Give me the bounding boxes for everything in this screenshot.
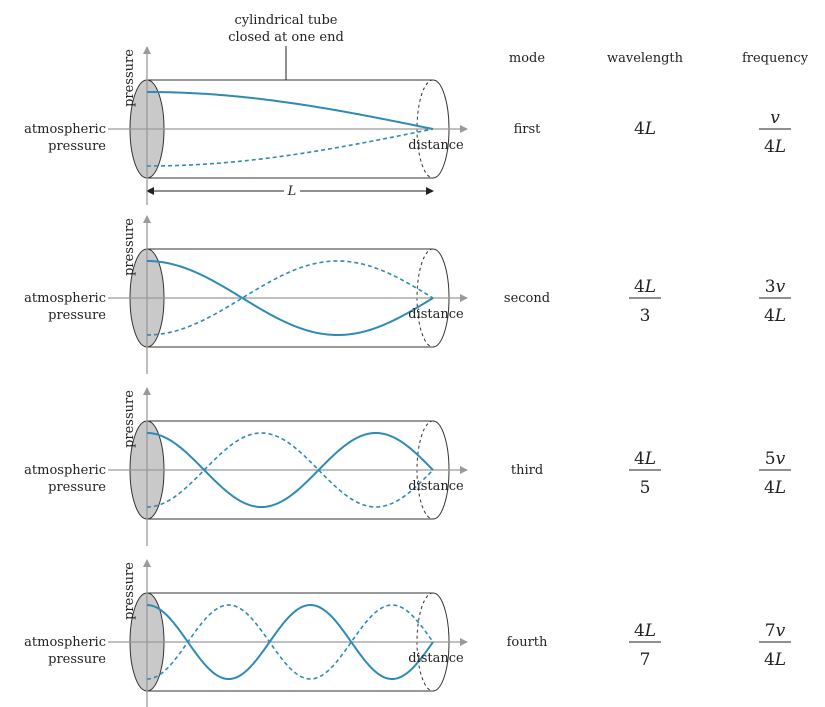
atmospheric-pressure-label-line-1: atmospheric bbox=[24, 463, 106, 478]
mode-name: third bbox=[511, 463, 543, 478]
mode-name: first bbox=[514, 122, 542, 137]
wavelength-denominator: 5 bbox=[640, 478, 651, 498]
atmospheric-pressure-label-line-1: atmospheric bbox=[24, 122, 106, 137]
frequency-denominator: 4L bbox=[764, 650, 786, 670]
pressure-wave-solid bbox=[146, 260, 434, 337]
atmospheric-pressure-label-line-2: pressure bbox=[48, 139, 106, 154]
mode-name: fourth bbox=[507, 635, 548, 650]
frequency-numerator: 7v bbox=[765, 621, 786, 641]
wavelength-value: 4L bbox=[634, 119, 656, 139]
atmospheric-pressure-label-line-2: pressure bbox=[48, 480, 106, 495]
pressure-wave-solid bbox=[146, 604, 434, 681]
pressure-wave-dashed bbox=[146, 604, 434, 680]
atmospheric-pressure-label-line-1: atmospheric bbox=[24, 291, 106, 306]
pressure-wave-dashed bbox=[146, 432, 434, 508]
pressure-axis-label: pressure bbox=[122, 218, 137, 276]
wavelength-denominator: 3 bbox=[640, 306, 651, 326]
distance-axis-label: distance bbox=[408, 479, 464, 494]
atmospheric-pressure-label-line-2: pressure bbox=[48, 308, 106, 323]
pressure-axis-label: pressure bbox=[122, 390, 137, 448]
pressure-wave-dashed bbox=[146, 260, 434, 336]
wavelength-numerator: 4L bbox=[634, 449, 656, 469]
mode-name: second bbox=[504, 291, 550, 306]
header-frequency: frequency bbox=[742, 51, 809, 66]
pressure-wave-solid bbox=[146, 431, 434, 509]
frequency-numerator: 5v bbox=[765, 449, 786, 469]
frequency-denominator: 4L bbox=[764, 478, 786, 498]
pressure-wave-dashed bbox=[147, 128, 434, 167]
header-mode: mode bbox=[509, 51, 545, 66]
frequency-numerator: v bbox=[770, 108, 780, 128]
length-label: L bbox=[287, 184, 297, 199]
pressure-wave-solid bbox=[147, 91, 434, 130]
atmospheric-pressure-label-line-1: atmospheric bbox=[24, 635, 106, 650]
tube-caption-line-1: cylindrical tube bbox=[235, 13, 338, 28]
distance-axis-label: distance bbox=[408, 307, 464, 322]
frequency-denominator: 4L bbox=[764, 306, 786, 326]
frequency-numerator: 3v bbox=[765, 277, 786, 297]
distance-axis-label: distance bbox=[408, 138, 464, 153]
length-label-bg bbox=[284, 182, 300, 198]
tube-caption-line-2: closed at one end bbox=[228, 30, 344, 45]
distance-axis-label: distance bbox=[408, 651, 464, 666]
pressure-axis-label: pressure bbox=[122, 49, 137, 107]
frequency-denominator: 4L bbox=[764, 137, 786, 157]
atmospheric-pressure-label-line-2: pressure bbox=[48, 652, 106, 667]
wavelength-denominator: 7 bbox=[640, 650, 651, 670]
wavelength-numerator: 4L bbox=[634, 277, 656, 297]
header-wavelength: wavelength bbox=[607, 51, 684, 66]
wavelength-numerator: 4L bbox=[634, 621, 656, 641]
pressure-axis-label: pressure bbox=[122, 562, 137, 620]
